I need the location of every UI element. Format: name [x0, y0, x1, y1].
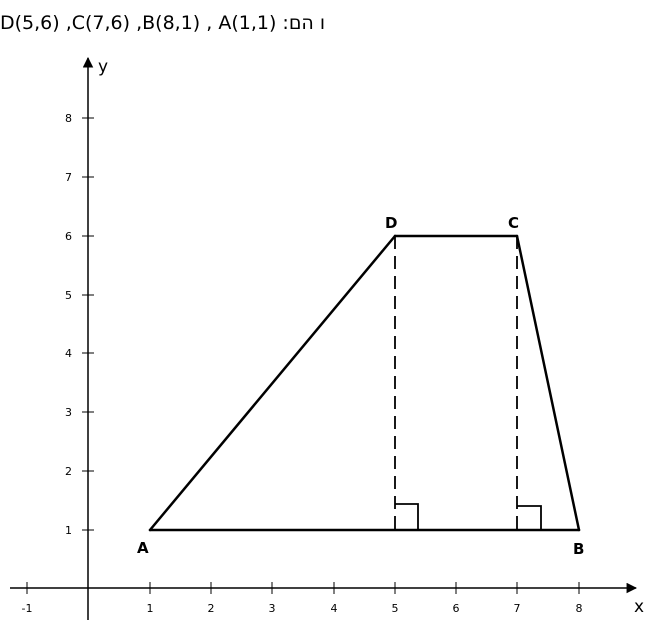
x-tick-label: 4 [331, 602, 338, 615]
x-axis-label: x [634, 597, 644, 617]
right-angle-marker-d [395, 503, 419, 530]
vertex-label-a: A [137, 539, 149, 557]
y-tick-label: 7 [65, 171, 72, 184]
x-tick-label: 7 [514, 602, 521, 615]
x-tick-label: 5 [392, 602, 399, 615]
x-tick-label: 8 [576, 602, 583, 615]
y-tick-label: 6 [65, 230, 72, 243]
x-tick-marks [26, 582, 580, 594]
right-angle-markers [395, 503, 542, 530]
y-axis-label: y [98, 57, 108, 77]
x-tick-label: 2 [208, 602, 215, 615]
y-tick-marks [82, 117, 94, 531]
x-tick-label: 1 [147, 602, 154, 615]
problem-caption: D(5,6) ,C(7,6) ,B(8,1) , A(1,1) :ו הם [0, 12, 648, 42]
y-tick-label: 2 [65, 465, 72, 478]
side-bc [515, 234, 581, 532]
y-tick-labels: 1 2 3 4 5 6 7 8 [65, 112, 72, 537]
y-tick-label: 4 [65, 347, 72, 360]
trapezoid [148, 234, 581, 532]
y-tick-label: 1 [65, 524, 72, 537]
x-tick-labels: -1 1 2 3 4 5 6 7 8 [22, 602, 583, 615]
right-angle-marker-c [517, 505, 542, 530]
caption-text: D(5,6) ,C(7,6) ,B(8,1) , A(1,1) :ו הם [0, 12, 326, 34]
vertex-label-d: D [385, 214, 397, 232]
x-tick-label: -1 [22, 602, 33, 615]
x-tick-label: 3 [269, 602, 276, 615]
vertex-label-b: B [573, 540, 584, 558]
side-da [148, 234, 397, 532]
y-tick-label: 8 [65, 112, 72, 125]
x-tick-label: 6 [453, 602, 460, 615]
y-tick-label: 5 [65, 289, 72, 302]
vertex-label-c: C [508, 214, 519, 232]
y-tick-label: 3 [65, 406, 72, 419]
heights [394, 236, 518, 530]
